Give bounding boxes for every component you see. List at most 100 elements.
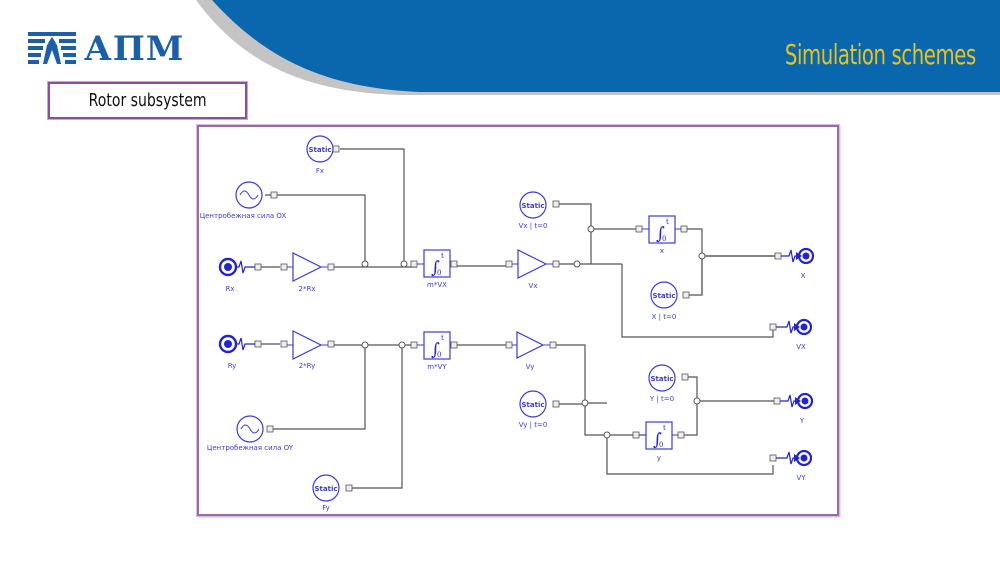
block-label: x (660, 247, 664, 255)
static-block-vx0[interactable]: Static Vx | t=0 (519, 191, 548, 230)
gain-block-2ry[interactable]: 2*Ry (287, 330, 328, 370)
sensor-output-vy[interactable]: VY (776, 449, 813, 482)
wire (621, 264, 774, 338)
static-text: Static (652, 292, 675, 300)
integral-upper: t (441, 252, 444, 260)
integral-sign: ∫ (431, 340, 440, 360)
wire (606, 435, 774, 475)
sine-wave-icon (239, 190, 259, 200)
block-label: m*VX (427, 281, 447, 289)
wire (687, 255, 777, 296)
static-block-vy0[interactable]: Static Vy | t=0 (519, 390, 548, 429)
wire (352, 345, 403, 489)
block-label: Y (799, 417, 805, 425)
wire (558, 203, 592, 264)
port (254, 263, 262, 271)
sensor-input-rx[interactable]: Rx (218, 257, 255, 293)
sensor-output-y[interactable]: Y (780, 392, 814, 425)
simulation-diagram: Static Fx Static Vx | t=0 Static X | t=0… (200, 135, 815, 512)
static-text: Static (521, 401, 544, 409)
integral-upper: t (666, 218, 669, 226)
block-label: X (801, 272, 806, 280)
gain-block-vx[interactable]: Vx (512, 249, 553, 290)
gain-block-vy[interactable]: Vy (512, 331, 550, 371)
integral-lower: 0 (437, 351, 441, 359)
wire (677, 400, 777, 436)
integrator-block-x[interactable]: ∫ t 0 x (642, 215, 681, 255)
block-label: Fy (322, 504, 330, 512)
integral-upper: t (663, 424, 666, 432)
integral-lower: 0 (437, 269, 441, 277)
ports (254, 145, 782, 492)
junctions (361, 225, 706, 439)
junction-dot (573, 260, 581, 268)
wire (680, 228, 703, 295)
static-block-y0[interactable]: Static Y | t=0 (648, 364, 676, 403)
junction-dot (361, 260, 369, 268)
static-text: Static (308, 146, 331, 154)
wire (584, 403, 649, 436)
port (254, 340, 262, 348)
port (270, 191, 278, 199)
port (450, 260, 458, 268)
block-label: VY (796, 474, 806, 482)
port (773, 397, 781, 405)
banner-blue (212, 0, 1000, 92)
integral-upper: t (441, 334, 444, 342)
integrator-block-mvx[interactable]: ∫ t 0 m*VX (417, 249, 451, 289)
junction-dot (398, 341, 406, 349)
sensor-input-ry[interactable]: Ry (218, 334, 255, 370)
header-banner (196, 0, 1000, 95)
port (769, 454, 777, 462)
port (635, 225, 643, 233)
sensor-output-x[interactable]: X (781, 247, 815, 280)
port (680, 225, 688, 233)
port (681, 373, 689, 381)
port (410, 341, 418, 349)
block-label: Y | t=0 (649, 395, 674, 403)
block-label: Vx | t=0 (519, 222, 548, 230)
block-label: 2*Ry (299, 362, 316, 370)
block-label: m*VY (427, 363, 447, 371)
sine-wave-icon (240, 424, 260, 434)
integral-lower: 0 (659, 441, 663, 449)
gain-block-2rx[interactable]: 2*Rx (287, 252, 328, 293)
junction-dot (587, 225, 595, 233)
block-label: Vy | t=0 (519, 421, 548, 429)
port (552, 260, 560, 268)
port (410, 260, 418, 268)
port (632, 431, 640, 439)
junction-dot (603, 431, 611, 439)
static-block-fx[interactable]: Static Fx (306, 135, 334, 175)
integrator-block-mvy[interactable]: ∫ t 0 m*VY (417, 331, 451, 371)
port (280, 263, 288, 271)
static-block-x0[interactable]: Static X | t=0 (650, 281, 678, 321)
port (505, 260, 513, 268)
wire (553, 344, 607, 404)
integral-lower: 0 (662, 235, 666, 243)
diagram-frame (197, 125, 839, 516)
sine-source-ox[interactable]: Центробежная сила OX (200, 181, 287, 220)
block-label: Vy (526, 363, 535, 371)
subtitle-text: Rotor subsystem (88, 90, 207, 111)
logo: АПМ (28, 30, 184, 68)
junction-dot (693, 397, 701, 405)
block-label: Центробежная сила OX (200, 212, 287, 220)
sensor-output-vx[interactable]: VX (776, 318, 813, 351)
port (682, 291, 690, 299)
port (774, 252, 782, 260)
static-block-fy[interactable]: Static Fy (312, 474, 340, 512)
logo-icon (28, 32, 76, 64)
sine-source-oy[interactable]: Центробежная сила OY (207, 415, 294, 452)
static-text: Static (650, 375, 673, 383)
integrator-block-y[interactable]: ∫ t 0 y (639, 421, 678, 462)
port (266, 425, 274, 433)
wire (340, 148, 405, 263)
port (280, 340, 288, 348)
wire (269, 345, 366, 430)
integral-sign: ∫ (653, 430, 662, 450)
port (549, 341, 557, 349)
port (332, 145, 340, 153)
port (345, 484, 353, 492)
static-text: Static (314, 485, 337, 493)
